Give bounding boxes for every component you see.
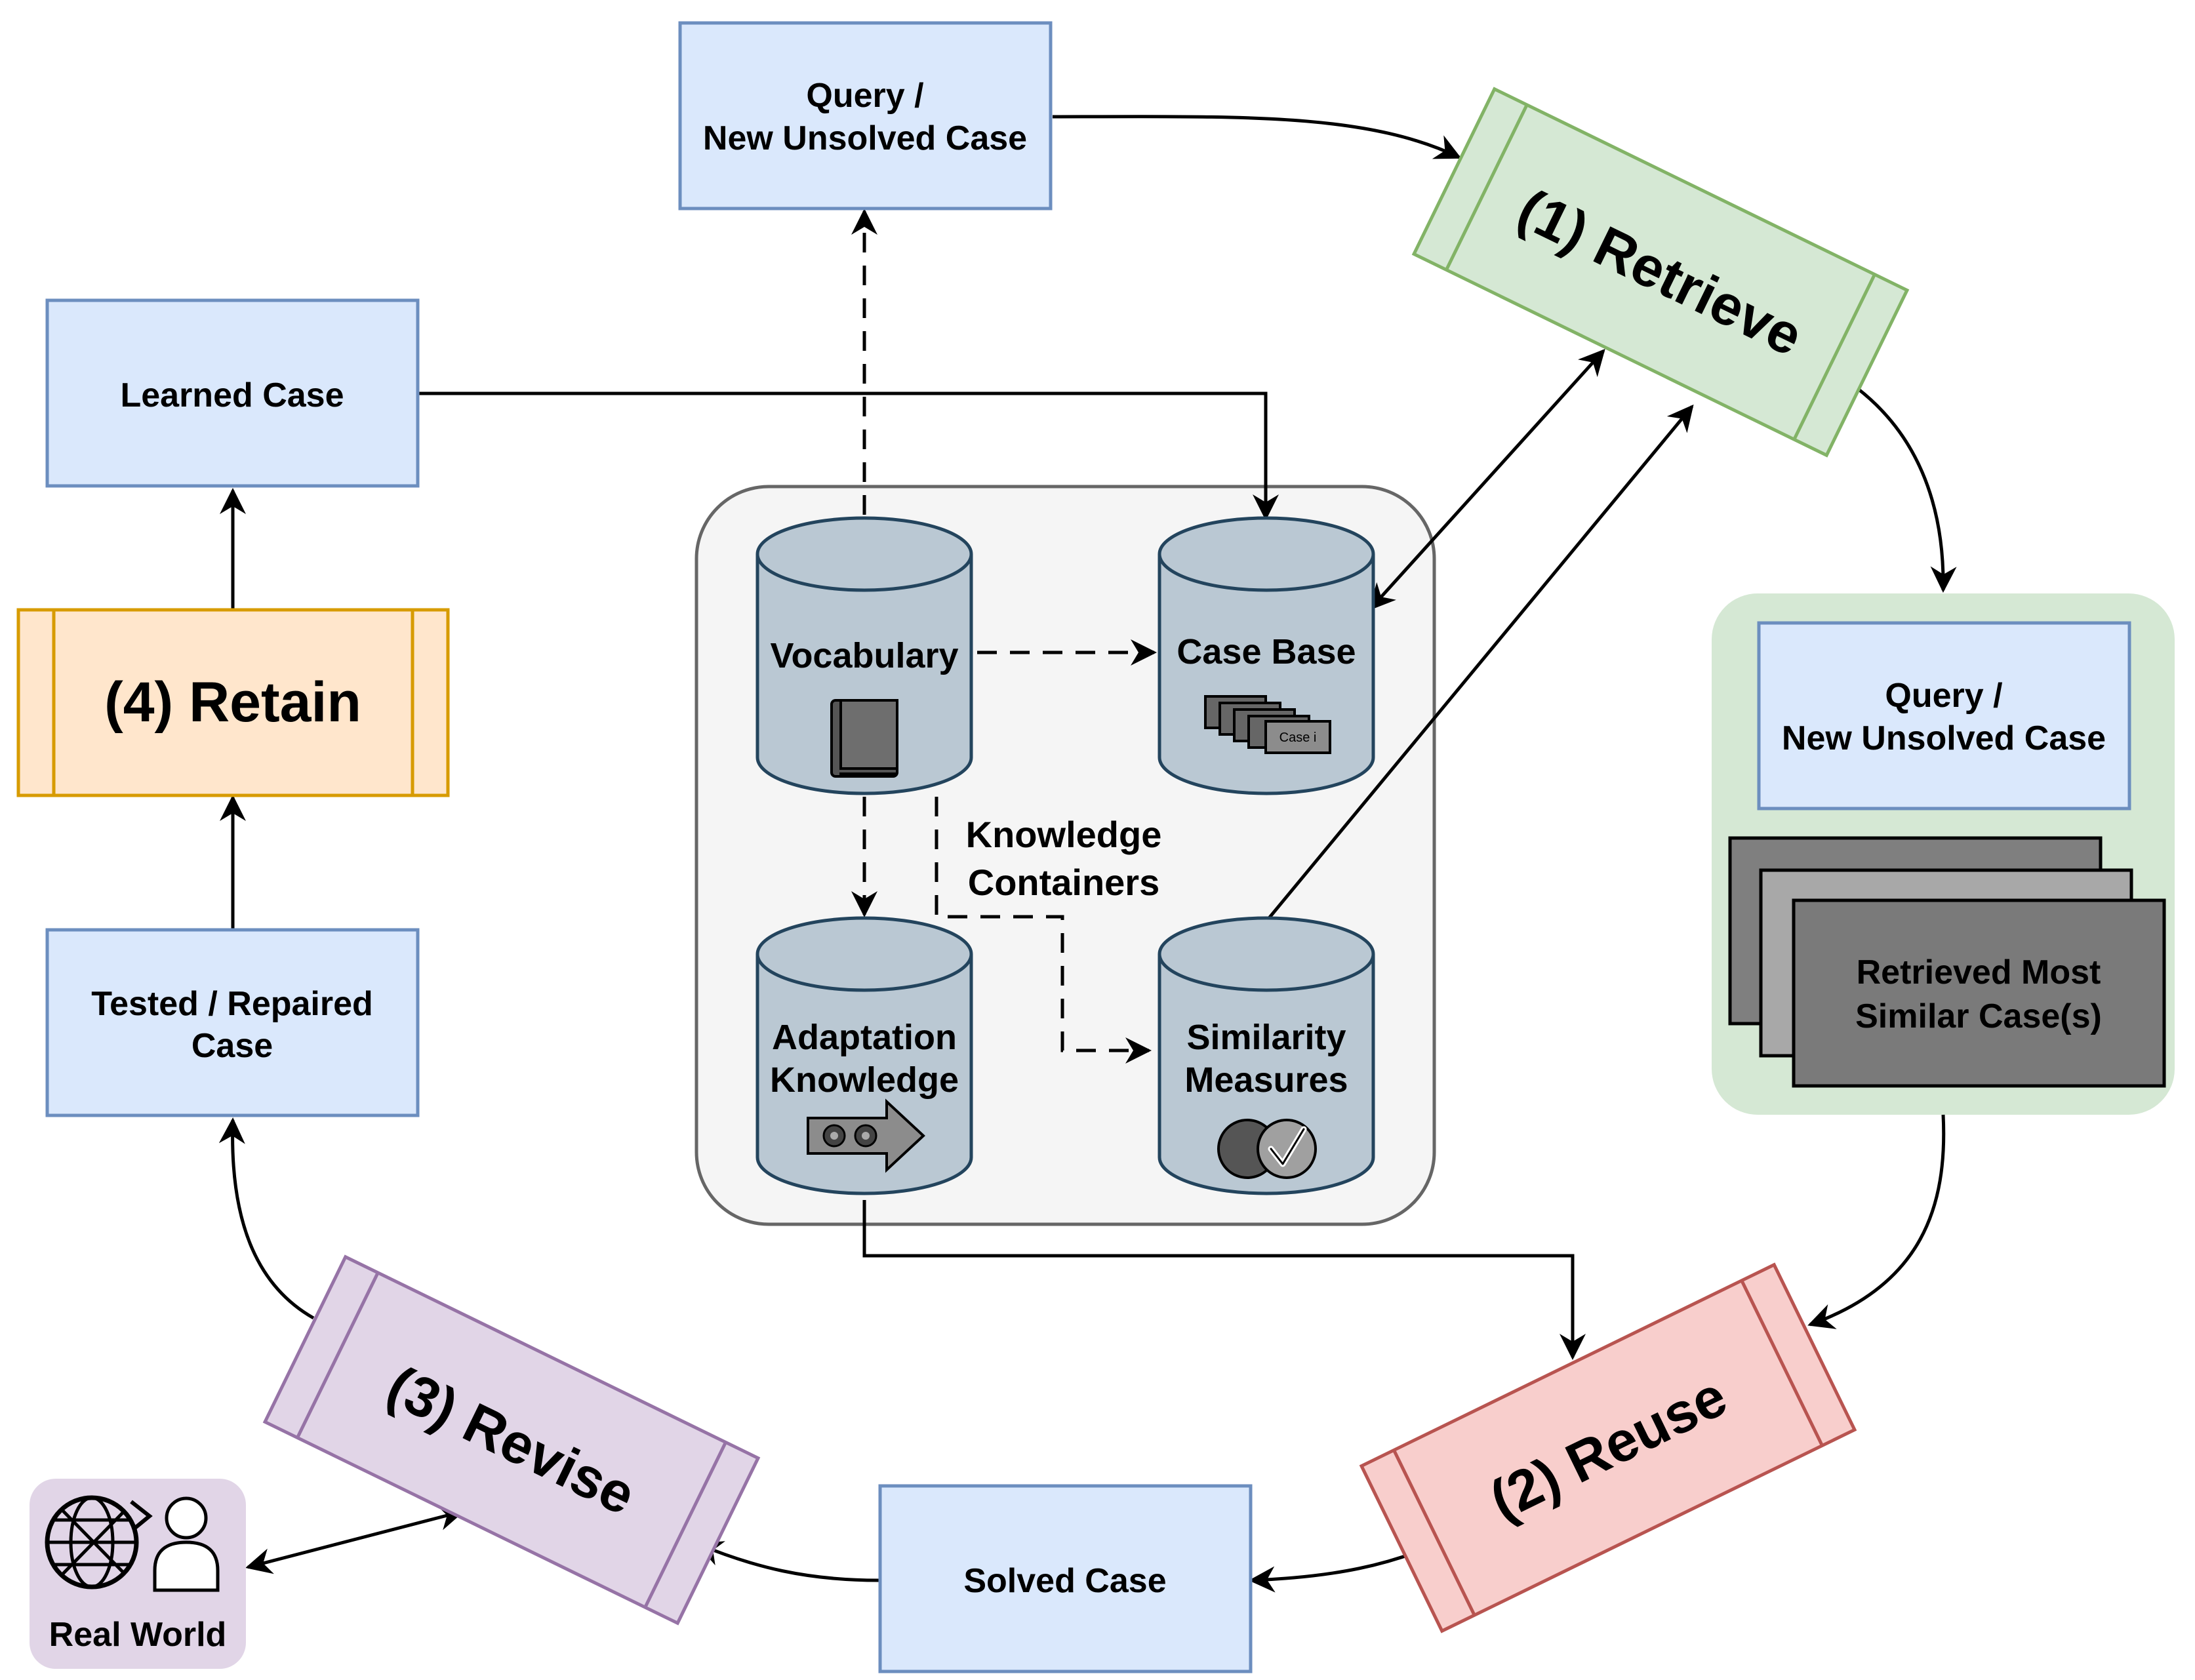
edge-retrieve-to-panel xyxy=(1835,372,1957,593)
edge-solved-to-revise xyxy=(696,1541,879,1582)
adaptation-line2: Knowledge xyxy=(770,1060,959,1100)
similarity-line1: Similarity xyxy=(1186,1018,1346,1057)
tested-case-line1: Tested / Repaired xyxy=(91,985,373,1023)
tested-case-box: Tested / Repaired Case xyxy=(45,928,420,1117)
edge-learned-to-casebase xyxy=(418,391,1279,521)
edge-similarity-to-retrieve xyxy=(1268,404,1694,919)
tested-case-line2: Case xyxy=(191,1027,273,1065)
retain-process: (4) Retain xyxy=(16,608,450,797)
case-base-label: Case Base xyxy=(1177,632,1356,671)
vocabulary-label: Vocabulary xyxy=(770,636,958,675)
retrieved-line2: Similar Case(s) xyxy=(1855,997,2102,1035)
real-world-panel: Real World xyxy=(30,1479,246,1669)
adaptation-knowledge-database: Adaptation Knowledge xyxy=(755,916,973,1195)
knowledge-containers-line1: Knowledge xyxy=(966,814,1162,855)
edge-revise-realworld xyxy=(245,1504,465,1574)
similarity-line2: Measures xyxy=(1184,1060,1348,1100)
edge-query-to-retrieve xyxy=(1052,115,1462,159)
case-base-database: Case Base Case i xyxy=(1158,516,1375,795)
person-icon xyxy=(153,1496,220,1592)
gears-arrow-icon xyxy=(807,1098,925,1173)
solved-case-label: Solved Case xyxy=(963,1562,1166,1600)
query-panel-line2: New Unsolved Case xyxy=(1782,719,2106,757)
query-box-line2: New Unsolved Case xyxy=(703,119,1027,157)
learned-case-label: Learned Case xyxy=(120,376,344,414)
checkmark-circle-icon xyxy=(1217,1119,1317,1179)
retrieve-process: (1) Retrieve xyxy=(1411,87,1910,458)
knowledge-containers-line2: Containers xyxy=(968,862,1160,903)
edge-revise-to-tested xyxy=(218,1117,315,1320)
query-panel-box: Query / New Unsolved Case xyxy=(1757,621,2131,810)
learned-case-box: Learned Case xyxy=(45,298,420,488)
retrieved-line1: Retrieved Most xyxy=(1857,953,2101,991)
edge-vocab-to-similarity xyxy=(935,764,1152,1064)
query-box: Query / New Unsolved Case xyxy=(678,21,1053,210)
edge-casebase-retrieve xyxy=(1369,349,1605,610)
similarity-measures-database: Similarity Measures xyxy=(1158,916,1375,1195)
solved-case-box: Solved Case xyxy=(878,1484,1253,1673)
edge-panel-to-reuse xyxy=(1807,1114,1946,1329)
case-card-label: Case i xyxy=(1279,730,1317,745)
case-cards-icon: Case i xyxy=(1204,695,1331,754)
query-box-line1: Query / xyxy=(806,77,923,115)
edge-adaptation-to-reuse xyxy=(862,1200,1586,1360)
revise-process: (3) Revise xyxy=(262,1254,761,1626)
retain-label: (4) Retain xyxy=(104,671,361,734)
book-icon xyxy=(830,699,898,778)
real-world-label: Real World xyxy=(49,1616,227,1654)
vocabulary-database: Vocabulary xyxy=(755,516,973,795)
adaptation-line1: Adaptation xyxy=(772,1018,957,1057)
reuse-process: (2) Reuse xyxy=(1359,1262,1857,1633)
retrieved-cases-stack: Retrieved Most Similar Case(s) xyxy=(1728,836,2166,1088)
globe-refresh-icon xyxy=(45,1495,153,1590)
query-panel-line1: Query / xyxy=(1885,677,2002,715)
